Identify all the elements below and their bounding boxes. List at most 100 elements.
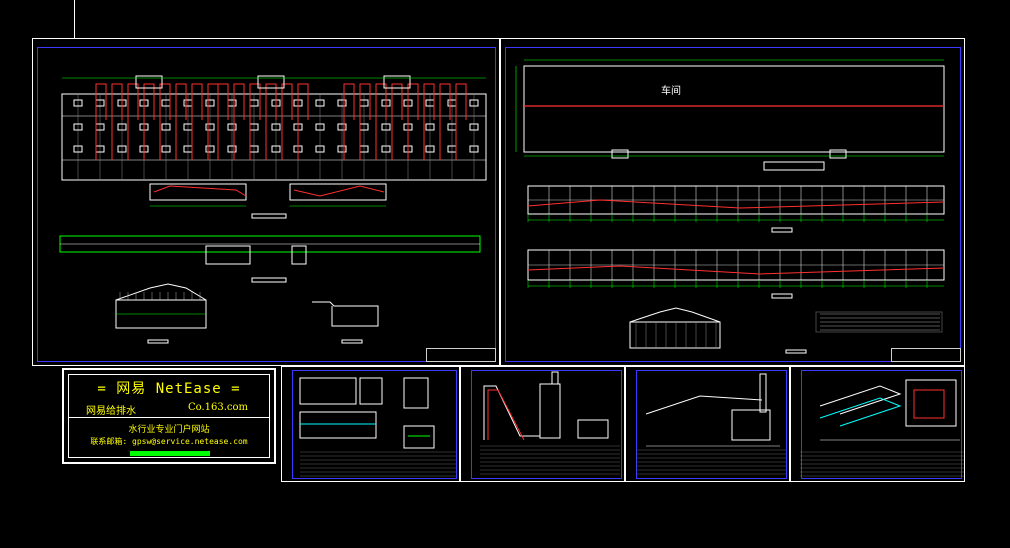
- pipe-red: [293, 185, 385, 197]
- label-box: [785, 349, 807, 354]
- chimney: [551, 371, 559, 385]
- bottom-sheet-3[interactable]: [625, 366, 790, 482]
- plan-equipment: [271, 145, 281, 153]
- tank: [577, 419, 609, 439]
- top-left-sheet[interactable]: [32, 38, 500, 366]
- logo-green-bar: [130, 451, 210, 456]
- plan-outline: [61, 93, 487, 181]
- pipe-red: [191, 83, 203, 160]
- tower: [759, 373, 767, 413]
- workshop-outline: [523, 65, 945, 153]
- detail-box: [403, 377, 429, 409]
- pipe-red: [111, 83, 123, 160]
- pipe-red: [265, 83, 277, 160]
- pipe-header-box: [257, 75, 285, 89]
- equipment-strip: [289, 183, 387, 201]
- logo-subtitle-right: Co.163.com: [187, 402, 248, 413]
- tower: [539, 383, 561, 439]
- workshop-door: [829, 149, 847, 159]
- logo-email: 联系邮箱: gpsw@service.netease.com: [90, 437, 248, 446]
- plan-equipment: [381, 145, 391, 153]
- pipe-red: [527, 265, 945, 275]
- label-box: [341, 339, 363, 344]
- plan-equipment: [337, 123, 347, 131]
- plan-equipment: [425, 145, 435, 153]
- plan-equipment: [315, 123, 325, 131]
- bottom-sheet-1[interactable]: [281, 366, 460, 482]
- pipe-red: [207, 83, 219, 160]
- iso-cabinet-red: [913, 389, 945, 419]
- notes-block: [815, 311, 943, 333]
- sloped-pipe: [645, 395, 763, 415]
- riser-red: [487, 389, 525, 441]
- label-box: [147, 339, 169, 344]
- plan-equipment: [315, 99, 325, 107]
- plan-equipment: [469, 99, 479, 107]
- pipe-red: [423, 83, 435, 160]
- plan-equipment: [271, 123, 281, 131]
- plan-equipment: [425, 123, 435, 131]
- workshop-label: 车间: [661, 86, 681, 97]
- sheet-inner-frame: [505, 47, 961, 362]
- truss-roof: [629, 307, 721, 323]
- pipe-red: [439, 83, 451, 160]
- pipe-red: [95, 83, 107, 160]
- pump-unit: [291, 245, 307, 265]
- title-block: [891, 348, 961, 362]
- plan-equipment: [117, 123, 127, 131]
- sheet-inner-frame: [37, 47, 496, 362]
- pipe-header-box: [383, 75, 411, 89]
- detail-box: [299, 411, 377, 439]
- pipe-red: [455, 83, 467, 160]
- title-block: [426, 348, 496, 362]
- plan-equipment: [205, 99, 215, 107]
- plan-equipment: [227, 145, 237, 153]
- logo-subtitle-left: 网易给排水: [86, 406, 136, 417]
- plan-equipment: [161, 123, 171, 131]
- plan-equipment: [205, 123, 215, 131]
- netease-logo-panel: = 网易 NetEase = 网易给排水 Co.163.com 水行业专业门户网…: [62, 368, 276, 464]
- sheet-inner-frame: [471, 370, 622, 479]
- plan-equipment: [337, 99, 347, 107]
- workshop-door: [611, 149, 629, 159]
- plan-equipment: [117, 145, 127, 153]
- building-section: [629, 321, 721, 349]
- pipe-red: [281, 83, 293, 160]
- plan-equipment: [161, 145, 171, 153]
- bottom-sheet-4[interactable]: [790, 366, 965, 482]
- top-right-sheet[interactable]: [500, 38, 965, 366]
- iso-cabinet: [905, 379, 957, 427]
- logo-inner-border: [68, 374, 270, 458]
- detail-box: [359, 377, 383, 405]
- sheet-inner-frame: [636, 370, 787, 479]
- plan-equipment: [205, 145, 215, 153]
- pump-group: [205, 245, 251, 265]
- sheet-inner-frame: [801, 370, 962, 479]
- pipe-red: [343, 83, 355, 160]
- label-box: [771, 227, 793, 233]
- iso-pipe: [819, 385, 902, 415]
- pipe-header-box: [135, 75, 163, 89]
- plan-equipment: [227, 123, 237, 131]
- equipment-strip: [149, 183, 247, 201]
- pipe-red: [407, 83, 419, 160]
- pipe-red: [153, 185, 247, 197]
- pipe-red: [391, 83, 403, 160]
- pipe-red: [375, 83, 387, 160]
- pipe-red: [233, 83, 245, 160]
- pipe-red: [249, 83, 261, 160]
- detail-box: [299, 377, 357, 405]
- plan-equipment: [315, 145, 325, 153]
- logo-tagline: 水行业专业门户网站: [128, 425, 210, 435]
- label-box: [251, 277, 287, 283]
- plan-equipment: [73, 145, 83, 153]
- bottom-sheet-2[interactable]: [460, 366, 625, 482]
- tank: [731, 409, 771, 441]
- plan-equipment: [469, 123, 479, 131]
- plan-equipment: [381, 123, 391, 131]
- plan-equipment: [469, 145, 479, 153]
- pipe-red: [297, 83, 309, 160]
- sheet-inner-frame: [292, 370, 457, 479]
